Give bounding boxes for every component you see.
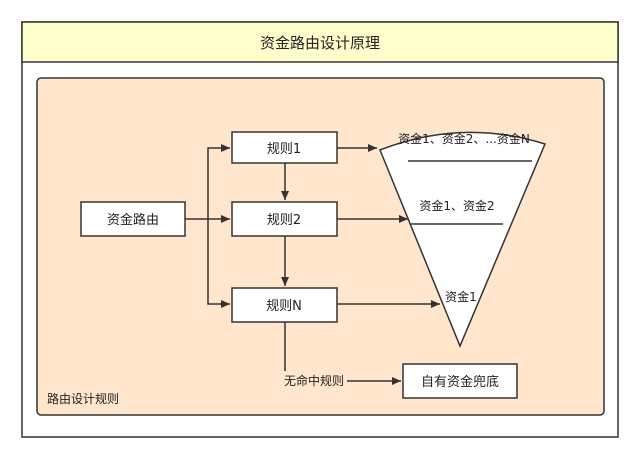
node-ruleN: 规则N: [231, 287, 338, 323]
node-rule1: 规则1: [231, 131, 338, 164]
node-source: 资金路由: [80, 201, 186, 237]
node-rule2-box: [231, 201, 338, 237]
edge-label-no-match: 无命中规则: [284, 373, 344, 388]
diagram-title: 资金路由设计原理: [260, 34, 380, 52]
edge-label-bg: [281, 371, 347, 389]
funnel-level-2: 资金1、资金2: [419, 198, 494, 213]
rules-container: [36, 77, 605, 416]
funnel-level-1: 资金1、资金2、...资金N: [398, 131, 530, 146]
node-fallback-box: [402, 363, 518, 399]
node-rule1-label: 规则1: [267, 142, 301, 157]
title-bar: [21, 21, 619, 63]
node-fallback: 自有资金兜底: [402, 363, 518, 399]
node-fallback-label: 自有资金兜底: [421, 374, 499, 390]
node-rule2-label: 规则2: [267, 213, 301, 228]
funnel-level-3: 资金1: [445, 289, 477, 304]
node-rule1-box: [231, 131, 338, 164]
edge-source-ruleN: [207, 219, 230, 308]
edge-source-rule1: [207, 144, 230, 219]
container-label: 路由设计规则: [47, 391, 119, 406]
node-source-box: [80, 201, 186, 237]
node-ruleN-label: 规则N: [266, 299, 302, 314]
node-source-label: 资金路由: [107, 212, 159, 228]
node-rule2: 规则2: [231, 201, 338, 237]
node-ruleN-box: [231, 287, 338, 323]
funnel-shape: [379, 131, 547, 348]
